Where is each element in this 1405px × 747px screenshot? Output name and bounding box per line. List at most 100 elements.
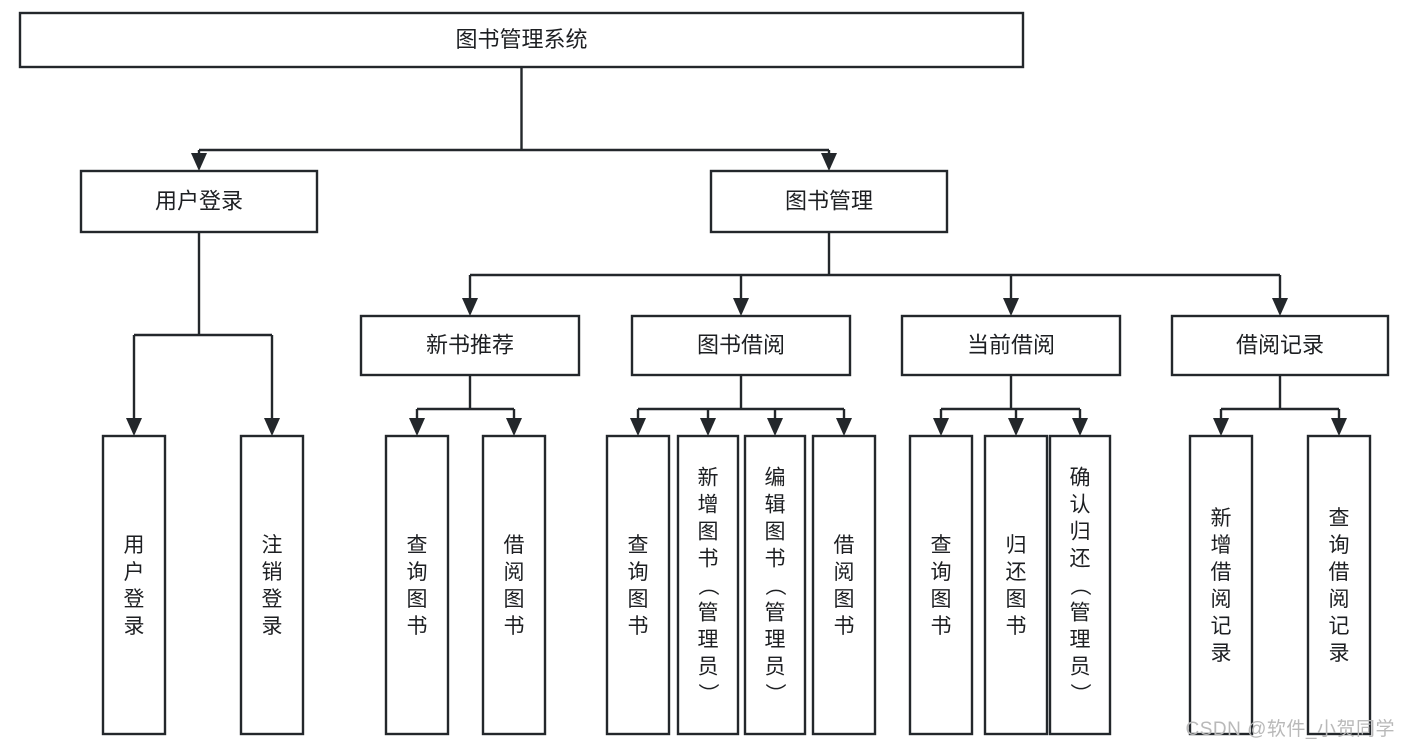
node-label-char: 查 — [931, 534, 952, 557]
arrow-head-icon — [933, 418, 949, 436]
node-label-char: 图 — [628, 588, 649, 611]
node-label-char: （ — [696, 575, 719, 596]
node-label-char: 阅 — [1329, 588, 1350, 611]
node-label-char: 阅 — [1211, 588, 1232, 611]
node-label-char: 辑 — [765, 494, 786, 517]
node-label-char: 管 — [1070, 602, 1091, 625]
node-box — [101, 434, 167, 736]
node-label-char: 查 — [407, 534, 428, 557]
node-box — [1048, 434, 1112, 736]
node-label-char: 理 — [698, 629, 719, 652]
node-box — [1306, 434, 1372, 736]
node-new-book-rec[interactable]: 新书推荐 — [359, 314, 581, 377]
node-user-login[interactable]: 用户登录 — [79, 169, 319, 234]
node-label-char: 图 — [765, 521, 786, 544]
arrow-head-icon — [1003, 298, 1019, 316]
node-label-char: 记 — [1329, 615, 1350, 638]
node-label-char: 归 — [1006, 534, 1027, 557]
node-label-char: 图 — [1006, 588, 1027, 611]
node-label-char: 增 — [698, 494, 719, 517]
node-label-char: 录 — [124, 615, 145, 638]
arrow-head-icon — [126, 418, 142, 436]
node-box — [743, 434, 807, 736]
arrow-head-icon — [767, 418, 783, 436]
node-label-char: ） — [696, 683, 719, 704]
node-box — [811, 434, 877, 736]
node-label-char: 员 — [765, 656, 786, 679]
node-box — [1188, 434, 1254, 736]
arrow-head-icon — [1213, 418, 1229, 436]
node-label-char: 书 — [504, 615, 525, 638]
node-label-char: 户 — [124, 561, 145, 584]
node-label: 当前借阅 — [967, 332, 1055, 357]
node-label-char: 书 — [1006, 615, 1027, 638]
node-label-char: 书 — [407, 615, 428, 638]
node-label-char: 借 — [834, 534, 855, 557]
node-current-borrow[interactable]: 当前借阅 — [900, 314, 1122, 377]
arrow-head-icon — [409, 418, 425, 436]
node-box — [709, 169, 949, 234]
arrow-head-icon — [462, 298, 478, 316]
node-label-char: 图 — [834, 588, 855, 611]
node-book-borrow[interactable]: 图书借阅 — [630, 314, 852, 377]
node-label-char: 增 — [1211, 534, 1232, 557]
node-label-char: 图 — [504, 588, 525, 611]
node-label-char: 录 — [1329, 642, 1350, 665]
node-box — [1170, 314, 1390, 377]
node-label-char: 录 — [262, 615, 283, 638]
arrow-head-icon — [1072, 418, 1088, 436]
node-label-char: 书 — [765, 548, 786, 571]
node-label-char: 员 — [1070, 656, 1091, 679]
node-label-char: 查 — [628, 534, 649, 557]
node-label-char: 确 — [1070, 467, 1091, 490]
node-label-char: 阅 — [504, 561, 525, 584]
node-label-char: 询 — [407, 561, 428, 584]
node-box — [239, 434, 305, 736]
arrow-head-icon — [836, 418, 852, 436]
node-label-char: ） — [1068, 683, 1091, 704]
node-label-char: 新 — [698, 467, 719, 490]
node-label-char: 询 — [931, 561, 952, 584]
node-box — [359, 314, 581, 377]
node-label: 图书借阅 — [697, 332, 785, 357]
node-label-char: （ — [763, 575, 786, 596]
node-borrow-record[interactable]: 借阅记录 — [1170, 314, 1390, 377]
node-root[interactable]: 图书管理系统 — [18, 11, 1025, 69]
node-label-char: 询 — [628, 561, 649, 584]
node-label-char: 编 — [765, 467, 786, 490]
node-label-char: 借 — [1211, 561, 1232, 584]
node-label-char: ） — [763, 683, 786, 704]
node-label-char: 书 — [628, 615, 649, 638]
node-label-char: 图 — [931, 588, 952, 611]
node-leaf-user-login[interactable]: 用户登录 — [101, 434, 167, 736]
node-label-char: 注 — [262, 534, 283, 557]
node-label-char: 还 — [1006, 561, 1027, 584]
node-label-char: 管 — [698, 602, 719, 625]
node-label-char: 管 — [765, 602, 786, 625]
node-book-manage[interactable]: 图书管理 — [709, 169, 949, 234]
arrow-head-icon — [506, 418, 522, 436]
node-box — [384, 434, 450, 736]
node-box — [18, 11, 1025, 69]
node-label: 图书管理系统 — [455, 27, 587, 52]
node-label-char: 询 — [1329, 534, 1350, 557]
node-label-char: 图 — [698, 521, 719, 544]
arrow-head-icon — [264, 418, 280, 436]
node-box — [908, 434, 974, 736]
node-label: 用户登录 — [155, 188, 243, 213]
node-label-char: 新 — [1211, 507, 1232, 530]
